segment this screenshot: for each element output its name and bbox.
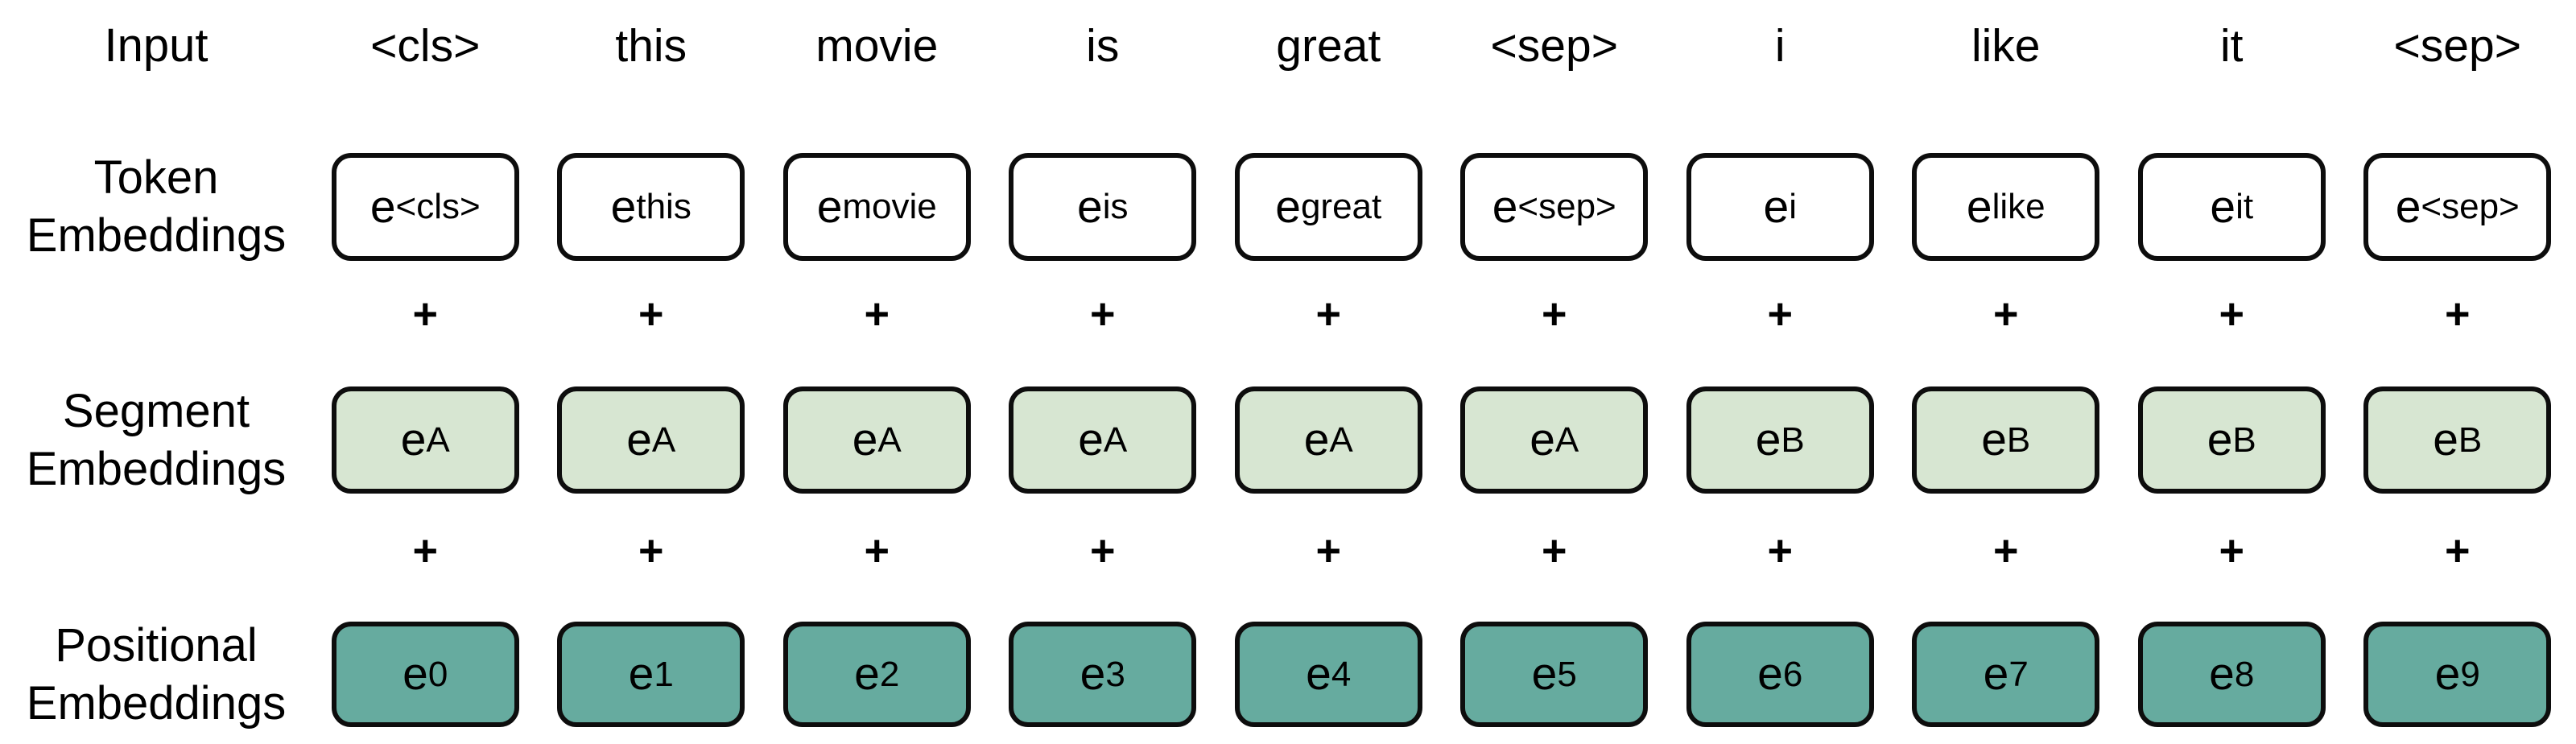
plus-sign: +	[1767, 527, 1794, 575]
row-label-input: Input	[0, 0, 312, 92]
plus-sign: +	[412, 527, 439, 575]
input-token-great: great	[1276, 19, 1381, 72]
plus-sign: +	[1315, 290, 1342, 338]
token-embedding-box: e<sep>	[2363, 153, 2552, 261]
plus-sign: +	[2219, 527, 2245, 575]
plus-sign: +	[1089, 290, 1116, 338]
plus-sign: +	[864, 527, 890, 575]
plus-sign: +	[2444, 527, 2471, 575]
plus-sign: +	[1992, 290, 2019, 338]
row-label-input-text: Input	[104, 19, 208, 72]
input-token-is: is	[1086, 19, 1120, 72]
plus-sign: +	[864, 290, 890, 338]
plus-sign: +	[1541, 527, 1567, 575]
plus-sign: +	[2444, 290, 2471, 338]
input-token-cls: <cls>	[370, 19, 481, 72]
input-token-i: i	[1774, 19, 1785, 72]
row-label-token-embeddings: Token Embeddings	[26, 151, 287, 262]
input-token-this: this	[615, 19, 687, 72]
input-token-sep1: <sep>	[1490, 19, 1618, 72]
input-token-like: like	[1971, 19, 2041, 72]
row-label-positional-embeddings: Positional Embeddings	[26, 618, 287, 730]
token-embedding-box: e<cls>	[331, 153, 519, 261]
input-token-sep2: <sep>	[2393, 19, 2521, 72]
plus-sign: +	[638, 290, 664, 338]
input-token-it: it	[2220, 19, 2244, 72]
input-token-movie: movie	[815, 19, 939, 72]
plus-sign: +	[412, 290, 439, 338]
plus-sign: +	[638, 527, 664, 575]
plus-sign: +	[1541, 290, 1567, 338]
row-label-segment-embeddings: Segment Embeddings	[26, 384, 287, 495]
token-embedding-box: e<sep>	[1460, 153, 1649, 261]
plus-sign: +	[1315, 527, 1342, 575]
plus-sign: +	[1767, 290, 1794, 338]
plus-sign: +	[2219, 290, 2245, 338]
plus-sign: +	[1089, 527, 1116, 575]
plus-sign: +	[1992, 527, 2019, 575]
